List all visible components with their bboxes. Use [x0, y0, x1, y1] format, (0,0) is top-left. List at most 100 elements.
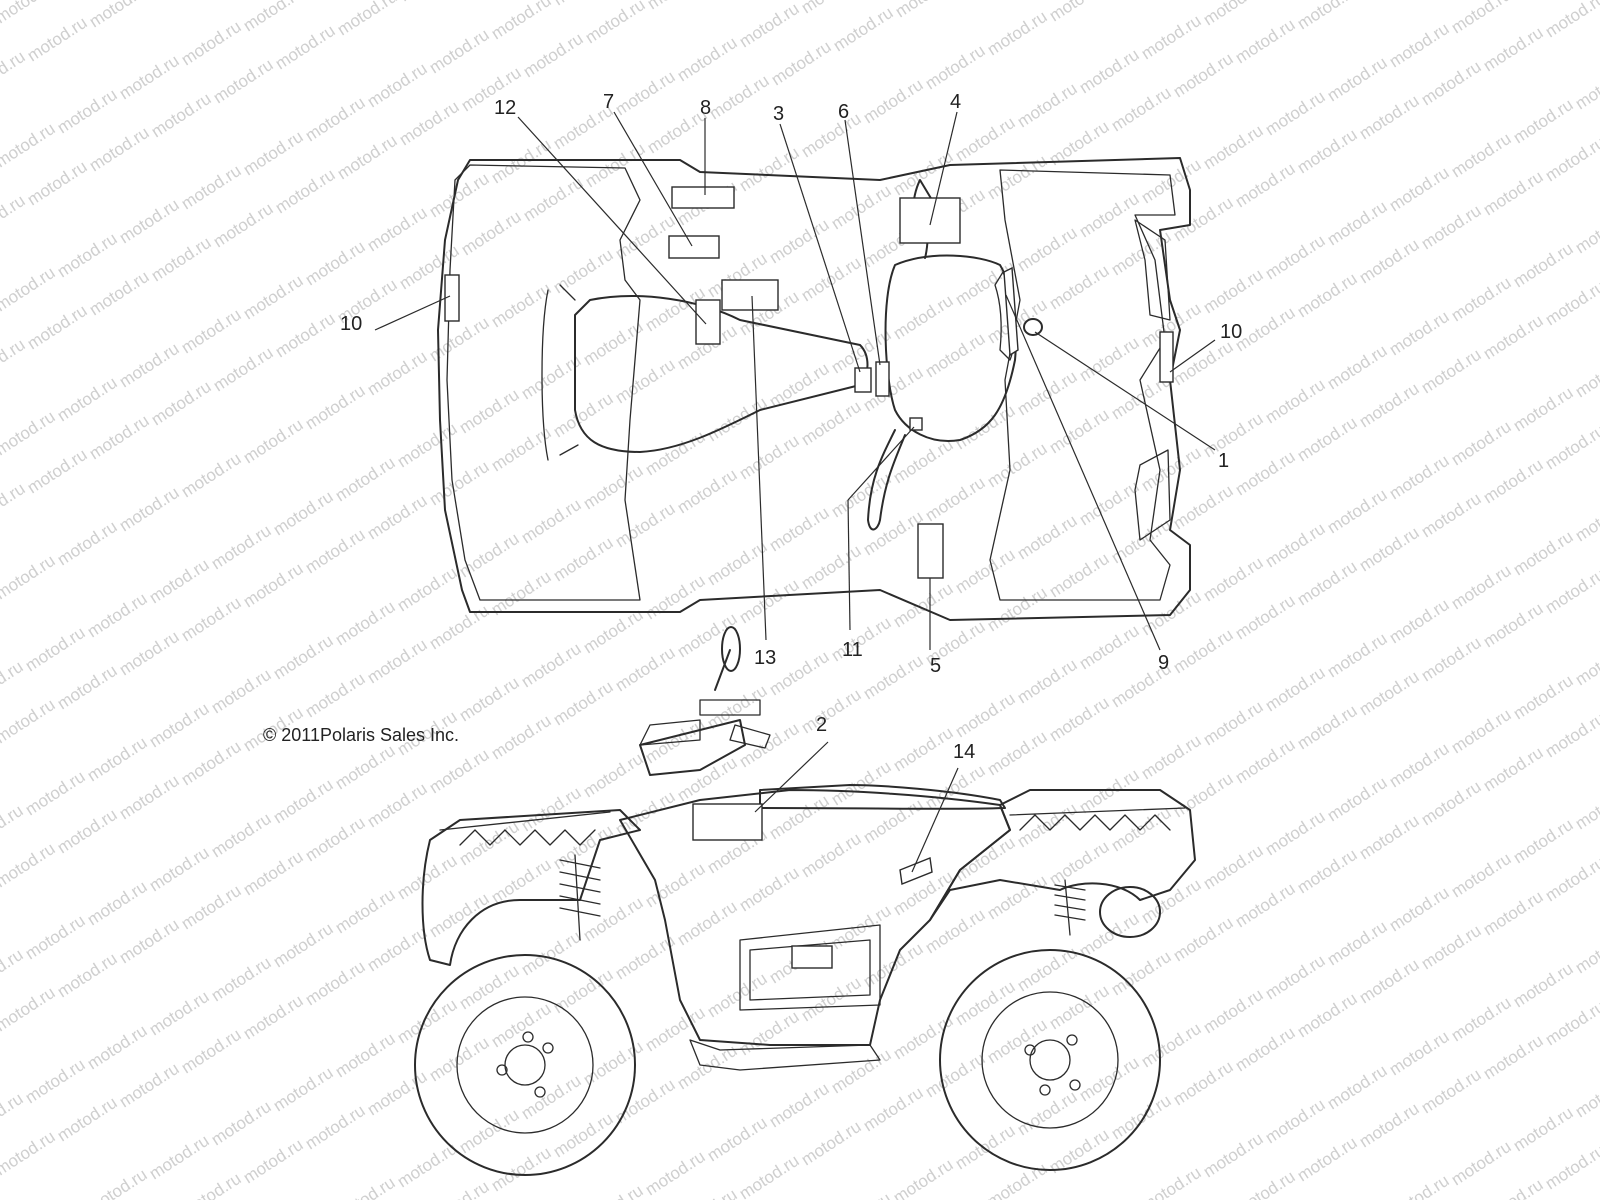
watermark-text: motod.ru: [1138, 1163, 1205, 1200]
watermark-text: motod.ru: [922, 329, 989, 381]
watermark-text: motod.ru: [860, 75, 927, 127]
watermark-text: motod.ru: [208, 953, 275, 1005]
watermark-text: motod.ru: [1076, 333, 1143, 385]
watermark-text: motod.ru: [0, 839, 58, 891]
watermark-text: motod.ru: [612, 499, 679, 551]
watermark-text: motod.ru: [1046, 981, 1113, 1033]
watermark-text: motod.ru: [1480, 887, 1547, 939]
watermark-text: motod.ru: [550, 0, 617, 9]
watermark-text: motod.ru: [146, 555, 213, 607]
watermark-text: motod.ru: [0, 479, 28, 531]
watermark-text: motod.ru: [1170, 625, 1237, 677]
watermark-text: motod.ru: [22, 911, 89, 963]
watermark-text: motod.ru: [1076, 45, 1143, 97]
watermark-text: motod.ru: [1262, 1095, 1329, 1147]
watermark-text: motod.ru: [922, 473, 989, 525]
watermark-text: motod.ru: [766, 215, 833, 267]
front-rack-side: [1009, 807, 1186, 831]
watermark-text: motod.ru: [952, 977, 1019, 1029]
handlebar-grips: [699, 699, 771, 749]
watermark-text: motod.ru: [334, 131, 401, 183]
watermark-text: motod.ru: [1448, 849, 1515, 901]
watermark-text: motod.ru: [270, 919, 337, 971]
watermark-text: motod.ru: [1448, 705, 1515, 757]
watermark-text: motod.ru: [148, 233, 215, 285]
watermark-text: motod.ru: [984, 583, 1051, 635]
watermark-text: motod.ru: [518, 1071, 585, 1123]
decal-side-panel: [791, 945, 833, 969]
body-main: [619, 789, 1011, 1046]
watermark-text: motod.ru: [1386, 595, 1453, 647]
watermark-text: motod.ru: [798, 541, 865, 593]
watermark-text: motod.ru: [364, 491, 431, 543]
watermark-text: motod.ru: [1232, 15, 1299, 67]
watermark-text: motod.ru: [22, 767, 89, 819]
watermark-text: motod.ru: [1014, 223, 1081, 275]
callout-8: 8: [700, 97, 711, 119]
watermark-text: motod.ru: [1232, 1023, 1299, 1075]
watermark-text: motod.ru: [1294, 701, 1361, 753]
watermark-text: motod.ru: [394, 563, 461, 615]
watermark-text: motod.ru: [1046, 549, 1113, 601]
watermark-text: motod.ru: [24, 301, 91, 353]
watermark-text: motod.ru: [1076, 189, 1143, 241]
watermark-text: motod.ru: [1108, 515, 1175, 567]
callout-14: 14: [953, 741, 975, 763]
watermark-text: motod.ru: [0, 335, 28, 387]
watermark-text: motod.ru: [0, 551, 58, 603]
watermark-text: motod.ru: [1200, 121, 1267, 173]
watermark-text: motod.ru: [642, 1147, 709, 1199]
watermark-text: motod.ru: [1170, 481, 1237, 533]
watermark-text: motod.ru: [1356, 1099, 1423, 1151]
watermark-text: motod.ru: [1232, 447, 1299, 499]
watermark-text: motod.ru: [736, 143, 803, 195]
watermark-text: motod.ru: [1262, 951, 1329, 1003]
watermark-text: motod.ru: [674, 33, 741, 85]
leader-6: [844, 119, 881, 366]
watermark-text: motod.ru: [612, 1075, 679, 1127]
watermark-text: motod.ru: [798, 973, 865, 1025]
watermark-text: motod.ru: [54, 949, 121, 1001]
watermark-text: motod.ru: [1480, 599, 1547, 651]
watermark-text: motod.ru: [364, 203, 431, 255]
watermark-text: motod.ru: [396, 0, 463, 5]
watermark-text: motod.ru: [550, 389, 617, 441]
watermark-text: motod.ru: [580, 749, 647, 801]
watermark-text: motod.ru: [178, 449, 245, 501]
leader-11b: [847, 499, 851, 631]
leader-9: [1005, 294, 1161, 651]
rear-wheel-tire: [414, 954, 636, 1176]
watermark-text: motod.ru: [704, 969, 771, 1021]
watermark-text: motod.ru: [1294, 845, 1361, 897]
watermark-text: motod.ru: [952, 689, 1019, 741]
watermark-text: motod.ru: [642, 571, 709, 623]
watermark-text: motod.ru: [1356, 811, 1423, 863]
leader-1: [1034, 331, 1216, 451]
watermark-text: motod.ru: [798, 685, 865, 737]
watermark-text: motod.ru: [828, 757, 895, 809]
watermark-text: motod.ru: [1480, 1175, 1547, 1200]
watermark-text: motod.ru: [54, 373, 121, 425]
watermark-text: motod.ru: [798, 397, 865, 449]
watermark-text: motod.ru: [984, 439, 1051, 491]
watermark-text: motod.ru: [364, 59, 431, 111]
watermark-text: motod.ru: [0, 657, 26, 709]
watermark-text: motod.ru: [116, 483, 183, 535]
watermark-text: motod.ru: [0, 47, 28, 99]
watermark-text: motod.ru: [22, 1055, 89, 1107]
watermark-text: motod.ru: [580, 893, 647, 945]
rear-fender-side: [421, 809, 641, 966]
watermark-text: motod.ru: [488, 0, 555, 43]
watermark-text: motod.ru: [0, 0, 58, 27]
watermark-text: motod.ru: [1324, 917, 1391, 969]
watermark-text: motod.ru: [396, 97, 463, 149]
decal-9: [1003, 266, 1019, 357]
rear-fender-outline: [437, 157, 1191, 621]
watermark-text: motod.ru: [1572, 781, 1600, 833]
watermark-text: motod.ru: [148, 89, 215, 141]
watermark-text: motod.ru: [1386, 739, 1453, 791]
watermark-text: motod.ru: [0, 695, 58, 747]
watermark-text: motod.ru: [1542, 133, 1600, 185]
watermark-text: motod.ru: [860, 651, 927, 703]
